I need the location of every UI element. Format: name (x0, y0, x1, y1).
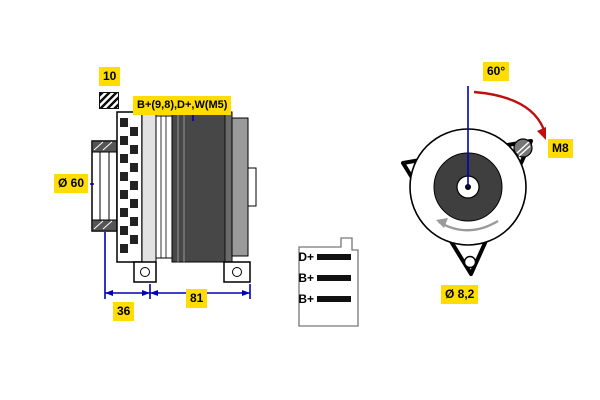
pulley (91, 140, 118, 232)
bolt-size-label: M8 (548, 139, 573, 158)
front-view (401, 86, 547, 276)
angle-arc-arrow (473, 90, 547, 134)
dim-81-label: 81 (186, 289, 208, 308)
pin-bar-bplus-1 (317, 275, 351, 281)
belt-width-label: 10 (99, 67, 121, 86)
pin-label-bplus-1: B+ (298, 271, 314, 285)
pin-label-bplus-2: B+ (298, 292, 314, 306)
pin-bar-bplus-2 (317, 296, 351, 302)
mounting-lugs (133, 261, 251, 283)
side-view (90, 102, 257, 299)
rotation-arrowhead (436, 218, 448, 228)
connector-view (298, 237, 359, 327)
angle-label: 60° (483, 62, 510, 81)
dim-36-label: 36 (113, 302, 135, 321)
pin-label-dplus: D+ (298, 250, 314, 264)
hole-diameter-label: Ø 8,2 (441, 285, 479, 304)
dimension-lines (90, 114, 251, 299)
angle-arrowhead (537, 127, 546, 140)
mounting-hole (463, 255, 477, 269)
terminal-designation-label: B+(9,8),D+,W(M5) (133, 96, 232, 115)
pulley-diameter-label: Ø 60 (54, 174, 89, 193)
belt-section-symbol (99, 92, 119, 109)
alternator-body (116, 102, 257, 263)
pin-bar-dplus (317, 254, 351, 260)
